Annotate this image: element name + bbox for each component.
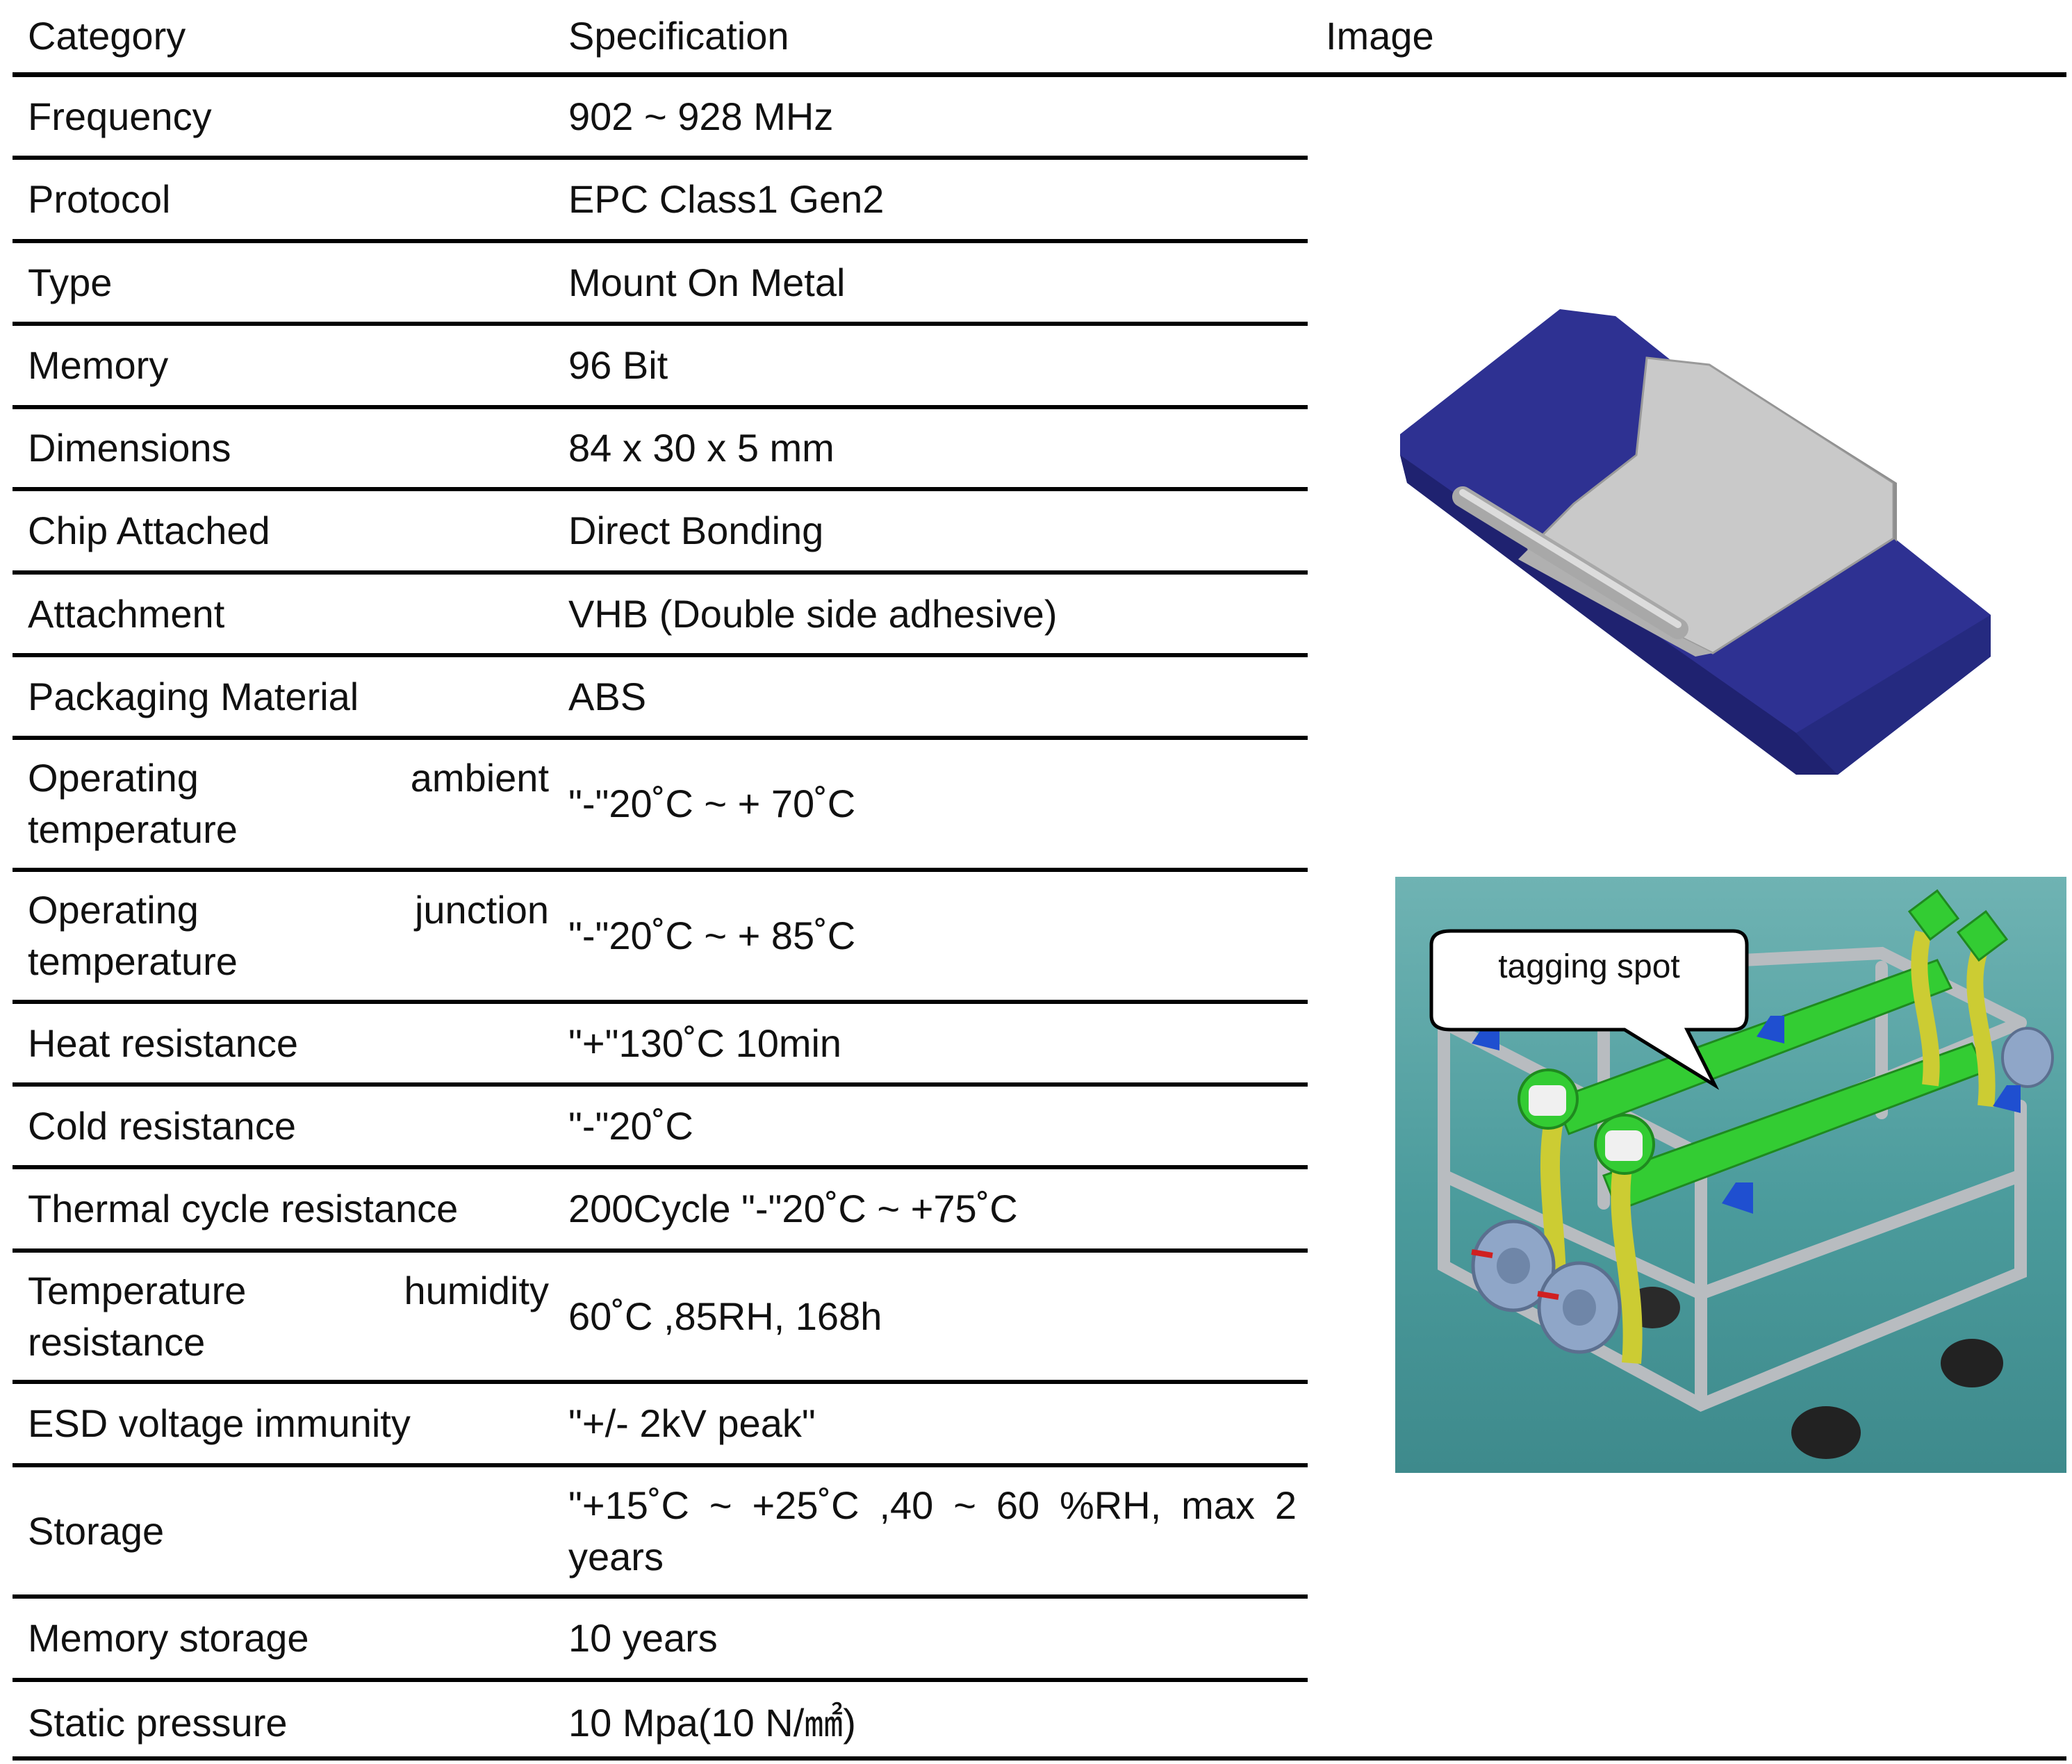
spec-table: Frequency 902 ~ 928 MHz Protocol EPC Cla… bbox=[13, 77, 1308, 1763]
table-row: Dimensions 84 x 30 x 5 mm bbox=[13, 409, 1308, 491]
row-spec: EPC Class1 Gen2 bbox=[568, 177, 885, 221]
row-spec: "-"20˚C bbox=[568, 1103, 693, 1148]
row-category: Dimensions bbox=[28, 426, 231, 470]
table-row: Heat resistance "+"130˚C 10min bbox=[13, 1004, 1308, 1087]
header-image: Image bbox=[1326, 14, 1434, 58]
header-rule bbox=[13, 72, 2066, 77]
row-category: Cold resistance bbox=[28, 1103, 296, 1148]
table-row: Cold resistance "-"20˚C bbox=[13, 1087, 1308, 1169]
row-category: Storage bbox=[28, 1508, 165, 1553]
row-spec: 96 Bit bbox=[568, 343, 668, 387]
table-row: Frequency 902 ~ 928 MHz bbox=[13, 77, 1308, 160]
row-spec: "+"130˚C 10min bbox=[568, 1021, 842, 1065]
row-category: Protocol bbox=[28, 177, 171, 221]
table-row: Operating ambient temperature "-"20˚C ~ … bbox=[13, 740, 1308, 872]
row-spec: "+/- 2kV peak" bbox=[568, 1401, 816, 1445]
row-category: Thermal cycle resistance bbox=[28, 1187, 459, 1230]
table-row: Attachment VHB (Double side adhesive) bbox=[13, 575, 1308, 657]
row-category: Chip Attached bbox=[28, 509, 270, 552]
row-spec: VHB (Double side adhesive) bbox=[568, 591, 1058, 636]
row-spec: 902 ~ 928 MHz bbox=[568, 94, 834, 138]
table-row: Packaging Material ABS bbox=[13, 657, 1308, 740]
table-row: Type Mount On Metal bbox=[13, 243, 1308, 326]
table-row: Operating junction temperature "-"20˚C ~… bbox=[13, 872, 1308, 1004]
table-row: Memory 96 Bit bbox=[13, 326, 1308, 409]
row-category: Operating ambient temperature bbox=[28, 756, 549, 851]
header-specification: Specification bbox=[568, 14, 789, 58]
row-category: ESD voltage immunity bbox=[28, 1401, 411, 1445]
row-spec: Direct Bonding bbox=[568, 509, 824, 552]
row-category: Memory storage bbox=[28, 1616, 309, 1660]
row-spec: "-"20˚C ~ + 85˚C bbox=[568, 914, 856, 957]
row-category: Heat resistance bbox=[28, 1021, 299, 1065]
table-row: Chip Attached Direct Bonding bbox=[13, 491, 1308, 575]
footer-rule bbox=[13, 1756, 2066, 1761]
row-spec: ABS bbox=[568, 674, 647, 718]
table-row: Protocol EPC Class1 Gen2 bbox=[13, 160, 1308, 243]
header-category: Category bbox=[28, 14, 186, 58]
row-category: Temperature humidity resistance bbox=[28, 1268, 549, 1364]
row-spec: 200Cycle "-"20˚C ~ +75˚C bbox=[568, 1187, 1018, 1230]
row-category: Type bbox=[28, 260, 113, 304]
row-category: Memory bbox=[28, 343, 169, 387]
table-row: ESD voltage immunity "+/- 2kV peak" bbox=[13, 1384, 1308, 1467]
row-spec: 84 x 30 x 5 mm bbox=[568, 426, 834, 470]
table-row: Static pressure 10 Mpa(10 N/㎟) bbox=[13, 1682, 1308, 1763]
callout-label: tagging spot bbox=[1498, 948, 1680, 985]
row-category: Static pressure bbox=[28, 1700, 288, 1745]
row-category: Frequency bbox=[28, 94, 212, 138]
row-category: Packaging Material bbox=[28, 674, 359, 718]
row-spec: 10 years bbox=[568, 1616, 718, 1660]
table-row: Temperature humidity resistance 60˚C ,85… bbox=[13, 1253, 1308, 1384]
row-spec: "+15˚C ~ +25˚C ,40 ~ 60 %RH, max 2 years bbox=[568, 1483, 1297, 1578]
rfid-tag-image bbox=[1400, 309, 1991, 775]
row-spec: "-"20˚C ~ + 70˚C bbox=[568, 782, 856, 825]
row-category: Operating junction temperature bbox=[28, 888, 549, 983]
table-row: Thermal cycle resistance 200Cycle "-"20˚… bbox=[13, 1169, 1308, 1253]
cart-fixture-image: tagging spot bbox=[1395, 877, 2066, 1473]
table-row: Storage "+15˚C ~ +25˚C ,40 ~ 60 %RH, max… bbox=[13, 1467, 1308, 1599]
table-row: Memory storage 10 years bbox=[13, 1599, 1308, 1682]
row-spec: 10 Mpa(10 N/㎟) bbox=[568, 1700, 856, 1745]
row-category: Attachment bbox=[28, 591, 225, 636]
row-spec: 60˚C ,85RH, 168h bbox=[568, 1294, 882, 1338]
row-spec: Mount On Metal bbox=[568, 260, 846, 304]
